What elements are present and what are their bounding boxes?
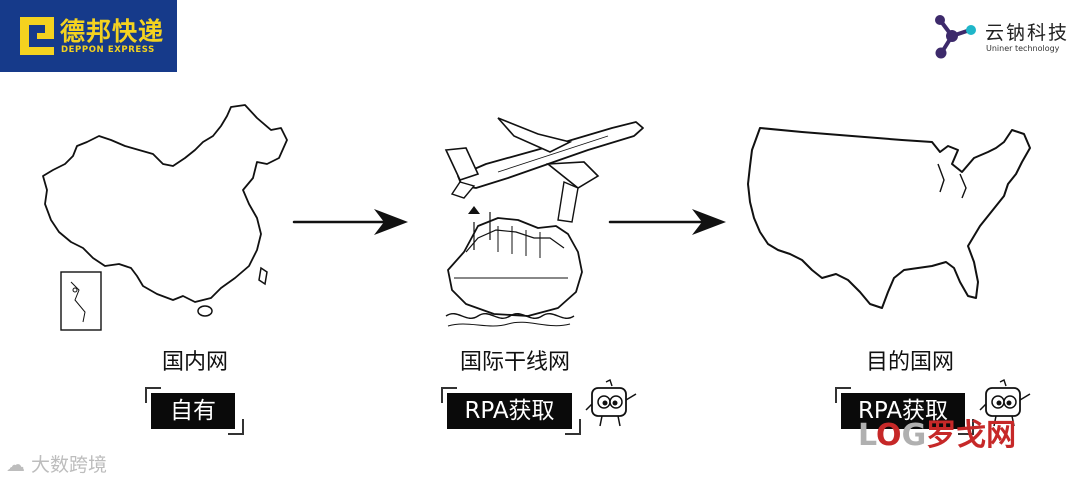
robot-mascot-icon-2 [979, 379, 1031, 427]
tag-rpa-destination: RPA获取 [841, 393, 965, 429]
tag-bracket [565, 419, 581, 435]
deppon-logo-block: 德邦快递 DEPPON EXPRESS [0, 0, 177, 72]
tag-bracket [958, 419, 974, 435]
deppon-logo-subtext: DEPPON EXPRESS [61, 45, 155, 55]
plane-ship-illustration [444, 117, 644, 327]
robot-mascot-icon [585, 379, 637, 427]
uniner-molecule-icon [935, 15, 976, 59]
stage-label-international: 国际干线网 [459, 350, 570, 375]
watermark-dashukuajing: ☁ 大数跨境 [6, 454, 108, 476]
tag-bracket [441, 387, 457, 403]
stage-label-domestic: 国内网 [161, 350, 228, 375]
deppon-mark-icon [20, 17, 54, 55]
uniner-logo-text: 云钠科技 [985, 22, 1070, 44]
usa-map-illustration [747, 127, 1031, 309]
arrow-right-icon [292, 209, 408, 235]
tag-bracket [228, 419, 244, 435]
tag-bracket [835, 387, 851, 403]
watermark-dashukuajing-icon: ☁ [6, 454, 32, 476]
deppon-logo-text: 德邦快递 [60, 17, 165, 46]
arrow-right-icon-2 [608, 209, 726, 235]
watermark-logclub: LOG罗戈网 [858, 418, 1017, 453]
tag-bracket [145, 387, 161, 403]
tag-owned: 自有 [151, 393, 235, 429]
china-map-illustration [42, 104, 288, 331]
uniner-logo-subtext: Uniner technology [986, 44, 1060, 53]
tag-rpa-international: RPA获取 [447, 393, 572, 429]
stage-label-destination: 目的国网 [865, 350, 954, 375]
